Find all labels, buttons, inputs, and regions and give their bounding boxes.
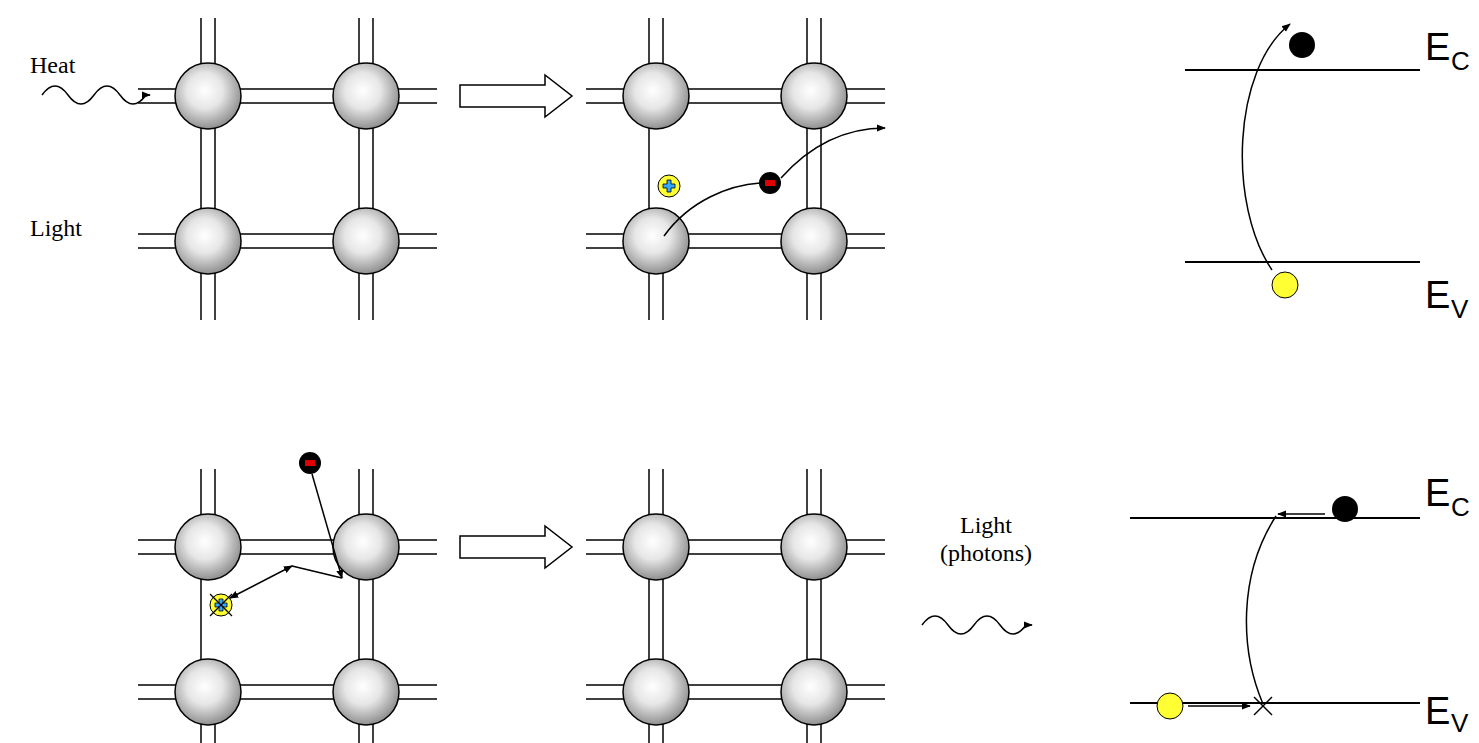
process-arrow (460, 75, 572, 117)
trajectory (312, 474, 342, 578)
crystal-lattice (138, 469, 437, 743)
band-edge-label: E (1425, 276, 1450, 314)
electron-symbol (299, 452, 321, 474)
emission-label: Light (photons) (930, 512, 1042, 567)
crystal-lattice (138, 18, 437, 320)
band-diagram (1130, 496, 1420, 719)
trajectory (292, 566, 342, 578)
electron-symbol (759, 172, 781, 194)
band-edge-subscript: V (1451, 296, 1468, 322)
crystal-lattice (586, 18, 885, 320)
crystal-lattice (586, 469, 885, 743)
band-edge-label: E (1425, 28, 1450, 66)
trajectory (781, 128, 885, 178)
hole-symbol (210, 594, 232, 616)
wave-arrow (922, 616, 1026, 634)
wave-arrow (42, 86, 146, 104)
hole-symbol (658, 175, 680, 197)
band-edge-subscript: C (1451, 48, 1470, 74)
band-diagram (1185, 24, 1420, 298)
band-edge-subscript: V (1451, 710, 1468, 736)
trajectory (230, 566, 292, 598)
cross-mark (210, 594, 232, 616)
energy-source-label: Light (30, 215, 82, 243)
band-edge-subscript: C (1451, 494, 1470, 520)
process-arrow (460, 526, 572, 568)
energy-source-label: Heat (30, 52, 75, 80)
band-edge-label: E (1425, 692, 1450, 730)
band-edge-label: E (1425, 474, 1450, 512)
